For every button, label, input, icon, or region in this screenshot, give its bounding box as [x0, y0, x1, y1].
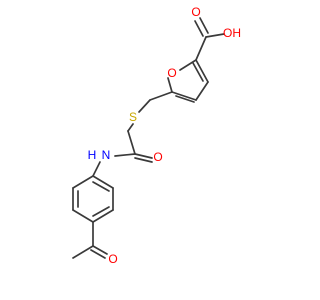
- bond-acetyl-methyl: [72, 245, 94, 259]
- bond-benzene-1-2: [72, 175, 94, 189]
- bond-furan-c5-c4-inner: [175, 95, 195, 103]
- bond-layer: [72, 17, 225, 259]
- bond-benzene-6-1: [92, 175, 114, 189]
- bond-benzene-6-1-inner: [92, 181, 110, 192]
- bond-benzene-3-4: [72, 209, 94, 223]
- bond-furan-c2-o1: [179, 59, 197, 71]
- bond-carboxyl-c-o-double-2: [199, 17, 209, 34]
- atom-hydroxyl: OH: [223, 26, 241, 40]
- bond-ch2-to-s: [138, 99, 151, 113]
- bond-furan-to-ch2: [149, 91, 173, 101]
- bond-acetyl-c-o-double: [92, 245, 108, 255]
- atom-amide-n: N: [102, 148, 111, 162]
- atom-label-layer: O OH O S O H N O: [88, 5, 241, 266]
- bond-carboxyl-c-o-double: [194, 20, 204, 37]
- bond-furan-c3-c2: [195, 59, 209, 83]
- atom-amide-o: O: [153, 150, 162, 164]
- bond-ch2-to-carbonyl: [127, 130, 136, 155]
- bond-ring-to-carboxyl: [195, 36, 207, 61]
- atom-thioether-s: S: [129, 110, 137, 124]
- bond-benzene-4-5-inner: [92, 206, 110, 217]
- bond-amide-c-o-double: [134, 153, 153, 159]
- molecule-structure: O OH O S O H N O: [72, 5, 241, 266]
- bond-furan-c4-c3: [195, 81, 209, 101]
- bond-benzene-4-5: [92, 209, 114, 223]
- atom-amide-h: H: [88, 148, 97, 162]
- bond-furan-c3-c2-inner: [192, 62, 204, 82]
- bond-s-to-ch2: [127, 123, 134, 132]
- bond-n-to-ring: [92, 161, 101, 177]
- bond-furan-o1-c5: [167, 77, 173, 93]
- bond-furan-c5-c4: [171, 91, 197, 101]
- atom-acetyl-o: O: [108, 252, 117, 266]
- bond-acetyl-c-o-double-2: [90, 249, 106, 259]
- bond-amide-c-o-double-2: [134, 157, 153, 163]
- atom-carboxyl-o: O: [191, 5, 200, 19]
- bond-amide-c-n: [114, 153, 136, 157]
- bond-carboxyl-c-oh: [205, 33, 225, 38]
- atom-furan-o: O: [167, 66, 176, 80]
